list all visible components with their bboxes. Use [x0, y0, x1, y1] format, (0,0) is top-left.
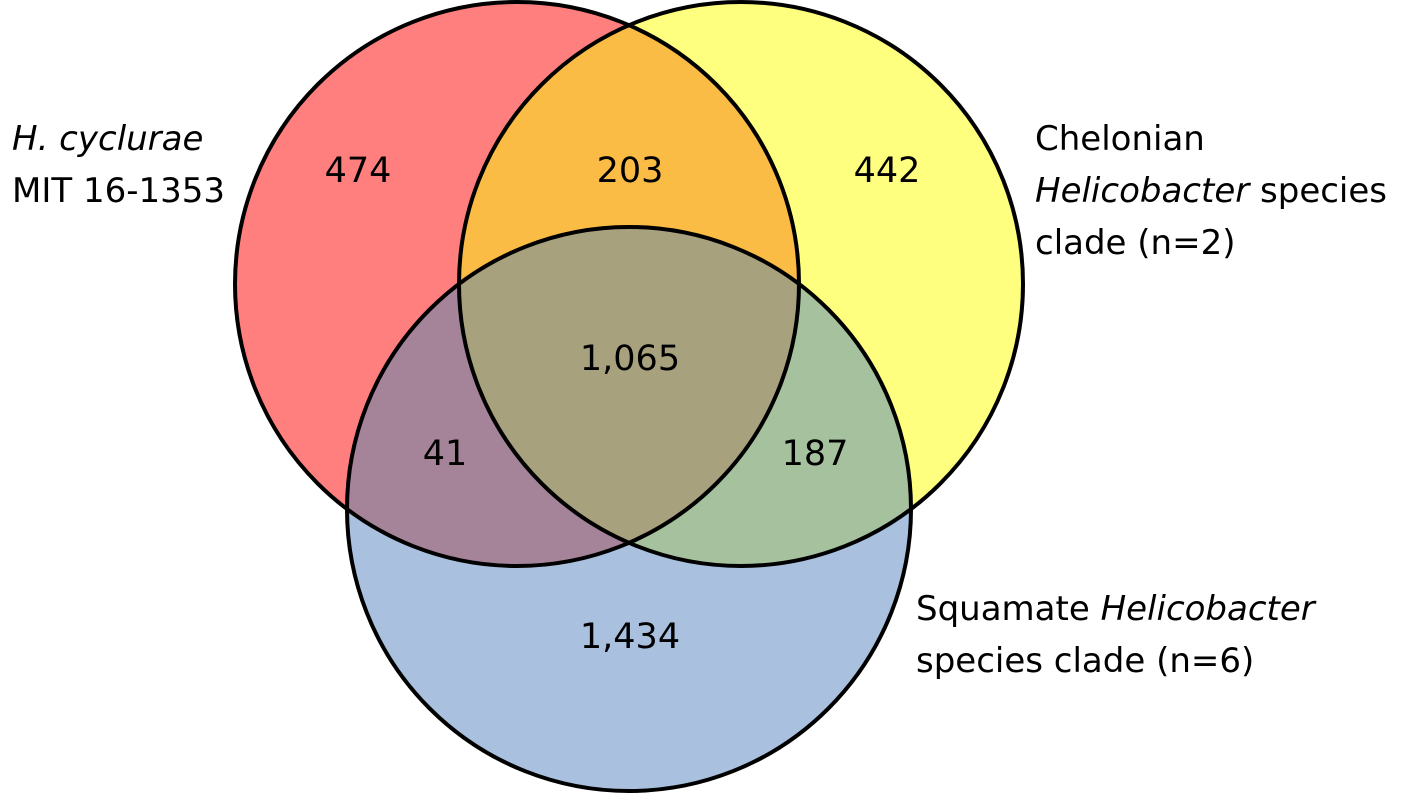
count-c-only: 1,434	[580, 617, 680, 657]
set-c-label-italic: Helicobacter	[1101, 589, 1317, 629]
count-abc: 1,065	[580, 339, 680, 379]
set-a-label-line1: H. cyclurae	[12, 119, 203, 159]
set-b-label: Chelonian Helicobacter species clade (n=…	[1035, 119, 1387, 263]
set-b-label-line3: clade (n=2)	[1035, 223, 1235, 263]
set-b-label-line2: Helicobacter species	[1035, 171, 1387, 211]
count-ab: 203	[597, 151, 664, 191]
set-c-outline	[345, 225, 913, 793]
set-c-label-rest: Squamate	[916, 589, 1101, 629]
set-c-label-line1: Squamate Helicobacter	[916, 589, 1317, 629]
overlap-abc-fill	[459, 227, 799, 566]
set-b-label-italic: Helicobacter	[1035, 171, 1251, 211]
set-b-label-rest: species	[1249, 171, 1387, 211]
count-a-only: 474	[325, 151, 392, 191]
count-bc: 187	[782, 434, 849, 474]
count-ac: 41	[423, 434, 468, 474]
set-a-label-line2: MIT 16-1353	[12, 171, 225, 211]
set-c-label-line2: species clade (n=6)	[916, 641, 1254, 681]
set-a-label: H. cyclurae MIT 16-1353	[12, 119, 225, 211]
set-c-label: Squamate Helicobacter species clade (n=6…	[916, 589, 1317, 681]
set-b-label-line1: Chelonian	[1035, 119, 1205, 159]
count-b-only: 442	[854, 151, 921, 191]
